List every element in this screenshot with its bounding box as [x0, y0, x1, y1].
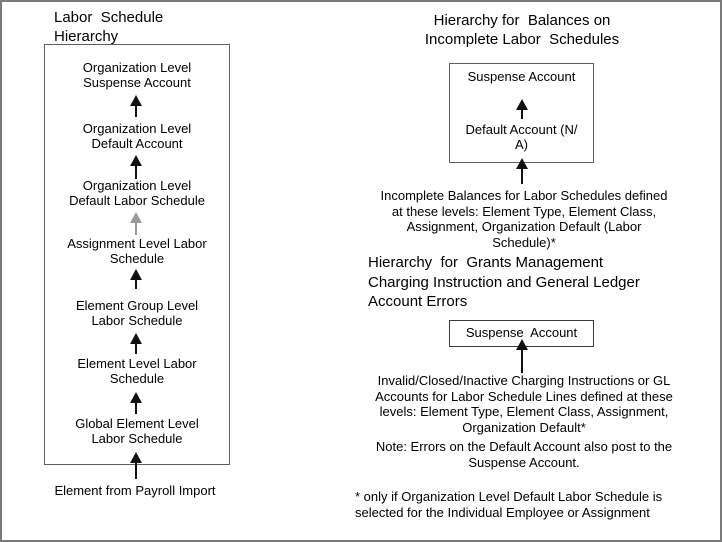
up-arrow-icon [129, 392, 142, 414]
balances-suspense-account-label: Suspense Account [467, 69, 576, 84]
errors-hierarchy-title: Hierarchy for Grants Management Charging… [368, 254, 640, 310]
labor-schedule-hierarchy-box [44, 44, 230, 465]
errors-suspense-account-label: Suspense Account [465, 325, 578, 340]
default-account-note: Note: Errors on the Default Account also… [375, 439, 673, 470]
up-arrow-muted-icon [129, 212, 142, 235]
up-arrow-icon [129, 452, 142, 479]
up-arrow-icon [129, 155, 142, 179]
level-element-labor-schedule: Element Level Labor Schedule [77, 356, 197, 386]
up-arrow-icon [129, 333, 142, 354]
up-arrow-icon [515, 99, 528, 119]
balances-default-account-label: Default Account (N/ A) [465, 122, 578, 152]
labor-schedule-hierarchy-title: Labor Schedule Hierarchy [54, 9, 164, 45]
up-arrow-icon [515, 158, 528, 184]
level-organization-suspense-account: Organization Level Suspense Account [82, 60, 192, 90]
level-global-element-labor-schedule: Global Element Level Labor Schedule [75, 416, 199, 446]
level-organization-default-labor-schedule: Organization Level Default Labor Schedul… [69, 178, 205, 208]
up-arrow-icon [129, 95, 142, 117]
invalid-charging-instructions-description: Invalid/Closed/Inactive Charging Instruc… [375, 373, 673, 435]
level-organization-default-account: Organization Level Default Account [82, 121, 192, 151]
level-element-group-labor-schedule: Element Group Level Labor Schedule [75, 298, 199, 328]
up-arrow-icon [129, 269, 142, 289]
incomplete-balances-description: Incomplete Balances for Labor Schedules … [380, 188, 668, 250]
element-from-payroll-import-label: Element from Payroll Import [54, 483, 216, 498]
up-arrow-icon [515, 339, 528, 373]
org-default-footnote: * only if Organization Level Default Lab… [355, 489, 663, 520]
balances-hierarchy-title: Hierarchy for Balances on Incomplete Lab… [424, 12, 620, 48]
level-assignment-labor-schedule: Assignment Level Labor Schedule [67, 236, 207, 266]
